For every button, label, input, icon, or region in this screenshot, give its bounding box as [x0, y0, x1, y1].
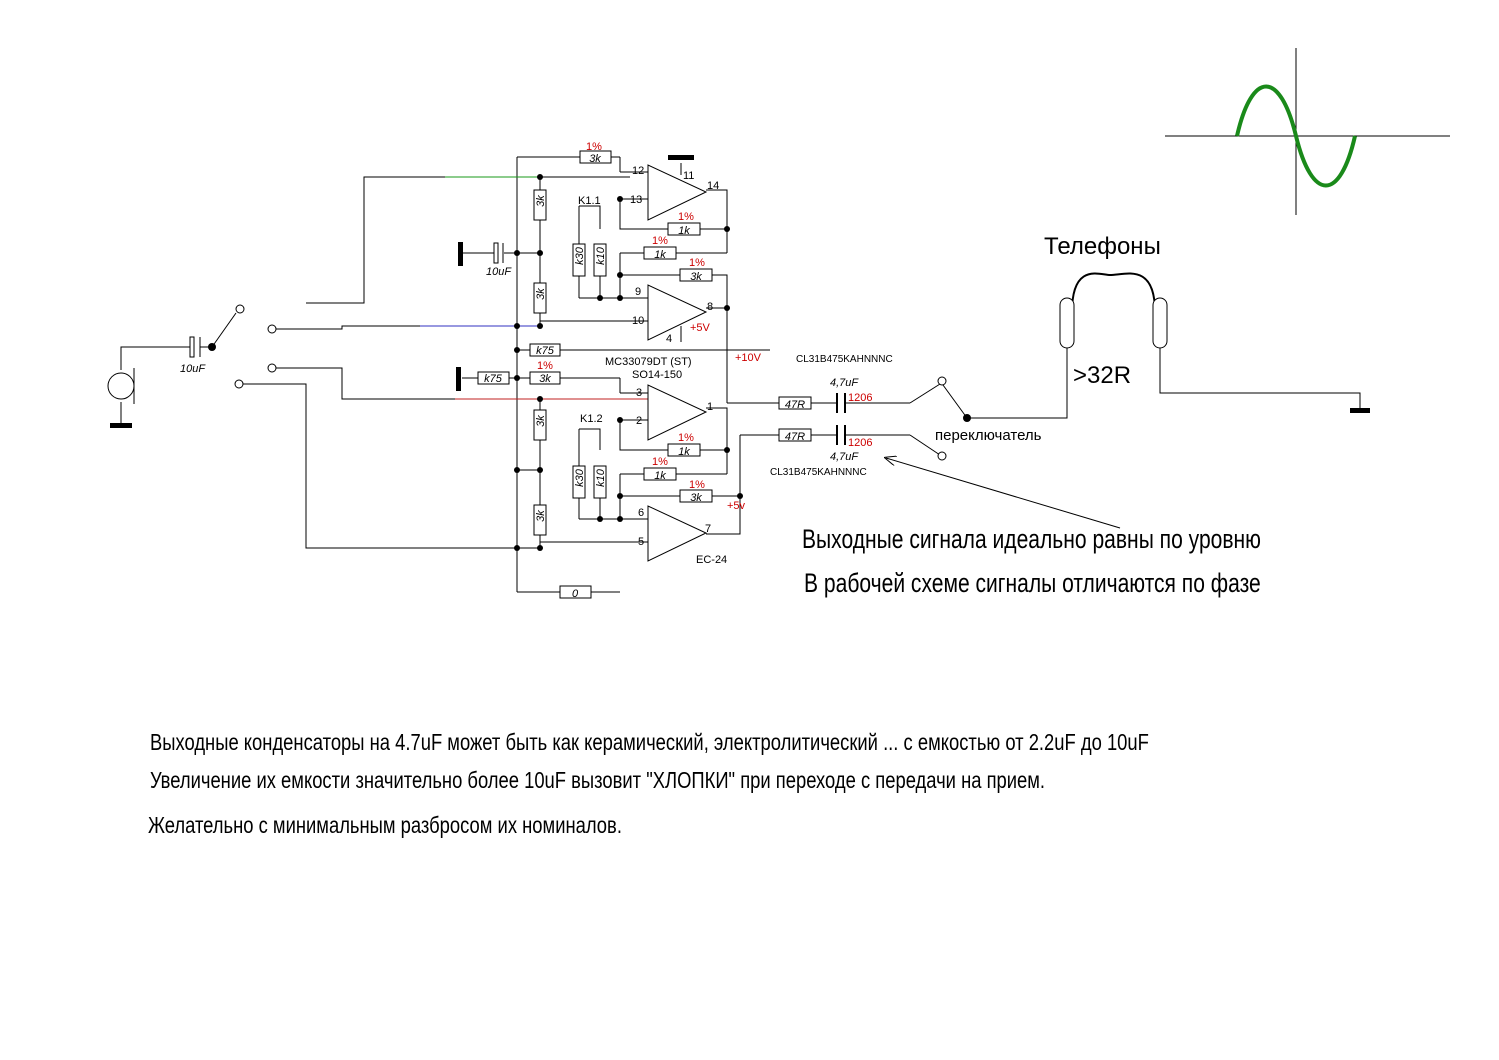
wiring	[120, 156, 1361, 593]
resistor-label: 3k	[535, 415, 547, 427]
pin-label: 2	[636, 415, 642, 427]
resistor-label: k30	[574, 468, 586, 487]
electrolytic-capacitors	[189, 242, 504, 358]
supply-label: +10V	[735, 352, 762, 364]
cap-value-label: 4,7uF	[830, 377, 859, 389]
resistor-label: 1k	[678, 225, 690, 237]
ec-label: EC-24	[696, 554, 727, 566]
opamps	[647, 164, 708, 562]
supply-label: +5V	[690, 322, 711, 334]
junction-dots	[208, 174, 971, 551]
resistor-label: 1k	[678, 446, 690, 458]
resistor-label: 3k	[535, 288, 547, 300]
note-line-2: Увеличение их емкости значительно более …	[150, 767, 1046, 793]
headphones-icon	[1059, 272, 1168, 349]
tolerance-label: 1%	[689, 257, 705, 269]
resistor-label: 47R	[785, 399, 805, 411]
pin-label: 3	[636, 387, 642, 399]
annotation-arrow	[886, 458, 1121, 529]
note-line-3: Желательно с минимальным разбросом их но…	[148, 812, 622, 838]
relay-label: K1.2	[580, 413, 603, 425]
cap-value-label: 4,7uF	[830, 451, 859, 463]
resistor-label: 1k	[654, 470, 666, 482]
tolerance-label: 1%	[678, 432, 694, 444]
tolerance-label: 1%	[678, 211, 694, 223]
resistor-label: 3k	[535, 510, 547, 522]
tolerance-label: 1%	[652, 456, 668, 468]
pin-label: 5	[638, 536, 644, 548]
resistor-label: 3k	[690, 492, 702, 504]
headphones-label: Телефоны	[1044, 233, 1161, 260]
signal-phase-note: В рабочей схеме сигналы отличаются по фа…	[804, 568, 1261, 598]
supply-label: +5v	[727, 500, 746, 512]
ground-symbols	[110, 155, 1370, 428]
pin-label: 9	[635, 286, 641, 298]
resistor-label: k10	[595, 468, 607, 487]
tolerance-label: 1%	[586, 141, 602, 153]
cap-size-label: 1206	[848, 437, 872, 449]
switch-contacts	[234, 304, 947, 461]
pin-label: 12	[632, 165, 644, 177]
pin-label: 7	[705, 523, 711, 535]
cap-part-label: CL31B475KAHNNNC	[770, 467, 867, 478]
resistors	[477, 150, 812, 599]
ic-package-label: SO14-150	[632, 369, 682, 381]
note-line-1: Выходные конденсаторы на 4.7uF может быт…	[150, 729, 1149, 755]
pin-label: 14	[707, 180, 719, 192]
pin-label: 11	[683, 170, 694, 182]
tolerance-label: 1%	[537, 360, 553, 372]
impedance-label: >32R	[1073, 362, 1131, 389]
microphone-icon	[107, 368, 135, 404]
cap-value-label: 10uF	[180, 363, 206, 375]
resistor-label: 3k	[589, 153, 601, 165]
pin-label: 13	[630, 194, 642, 206]
ic-part-label: MC33079DT (ST)	[605, 356, 692, 368]
resistor-label: k75	[484, 373, 503, 385]
tolerance-label: 1%	[652, 235, 668, 247]
cap-part-label: CL31B475KAHNNNC	[796, 354, 893, 365]
resistor-label: 47R	[785, 431, 805, 443]
resistor-label: k75	[536, 345, 555, 357]
cap-size-label: 1206	[848, 392, 872, 404]
resistor-label: 3k	[539, 373, 551, 385]
relay-label: K1.1	[578, 195, 601, 207]
resistor-label: 0	[572, 588, 579, 600]
output-capacitors	[836, 393, 846, 445]
sine-wave-graphic	[1165, 48, 1450, 215]
pin-label: 4	[666, 333, 672, 345]
pin-label: 8	[707, 301, 713, 313]
resistor-label: 1k	[654, 249, 666, 261]
switch-label: переключатель	[935, 427, 1042, 444]
resistor-label: k10	[595, 246, 607, 265]
tolerance-label: 1%	[689, 479, 705, 491]
resistor-label: 3k	[535, 195, 547, 207]
cap-value-label: 10uF	[486, 266, 512, 278]
signal-level-note: Выходные сигнала идеально равны по уровн…	[802, 524, 1261, 554]
pin-label: 6	[638, 507, 644, 519]
pin-label: 1	[707, 401, 713, 413]
resistor-label: k30	[574, 246, 586, 265]
resistor-label: 3k	[690, 271, 702, 283]
pin-label: 10	[632, 315, 644, 327]
sine-curve	[1235, 84, 1357, 188]
